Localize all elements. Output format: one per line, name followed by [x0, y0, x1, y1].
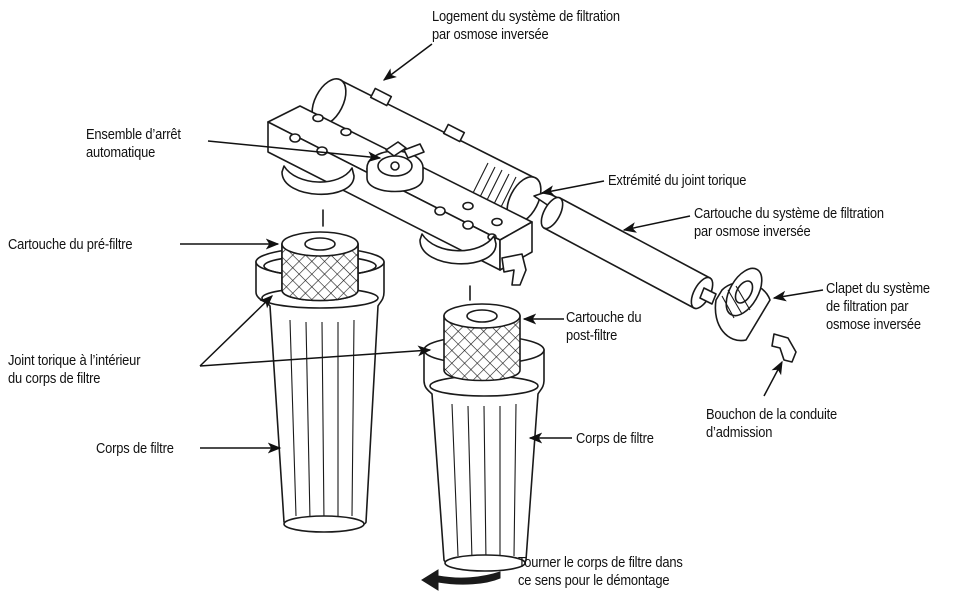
label-prefilter-line-1: Cartouche du pré-filtre: [8, 236, 133, 253]
label-oring-inside-line-2: du corps de filtre: [8, 370, 101, 387]
label-oring-end: Extrémité du joint torique: [608, 172, 746, 190]
label-postfilter-line-1: Cartouche du: [566, 309, 642, 326]
label-prefilter: Cartouche du pré-filtre: [8, 236, 133, 254]
label-housing-line-2: par osmose inversée: [432, 26, 549, 43]
label-ro-cap: Clapet du système de filtration par osmo…: [826, 280, 930, 334]
label-body-right: Corps de filtre: [576, 430, 654, 448]
rotation-arrow: [421, 569, 501, 591]
label-ro-cartridge-line-1: Cartouche du système de filtration: [694, 205, 884, 222]
label-ro-cartridge: Cartouche du système de filtration par o…: [694, 205, 884, 241]
postfilter-cartridge: [443, 303, 521, 382]
label-turn: Tourner le corps de filtre dans ce sens …: [518, 554, 683, 590]
label-shutoff: Ensemble d’arrêt automatique: [86, 126, 181, 162]
ro-housing: [311, 78, 542, 224]
filter-heads: [281, 165, 497, 265]
prefilter-cartridge: [281, 231, 359, 302]
label-inlet-plug: Bouchon de la conduite d’admission: [706, 406, 837, 442]
label-oring-end-line-1: Extrémité du joint torique: [608, 172, 747, 189]
leader-lines: [180, 43, 824, 454]
label-shutoff-line-2: automatique: [86, 144, 156, 161]
label-ro-cap-line-2: de filtration par: [826, 298, 909, 315]
label-postfilter-line-2: post-filtre: [566, 327, 618, 344]
label-shutoff-line-1: Ensemble d’arrêt: [86, 126, 181, 143]
label-ro-cartridge-line-2: par osmose inversée: [694, 223, 811, 240]
label-body-left-line-1: Corps de filtre: [96, 440, 174, 457]
label-inlet-plug-line-2: d’admission: [706, 424, 773, 441]
label-turn-line-2: ce sens pour le démontage: [518, 572, 670, 589]
inlet-plug: [771, 333, 797, 363]
label-ro-cap-line-3: osmose inversée: [826, 316, 921, 333]
label-oring-inside-line-1: Joint torique à l’intérieur: [8, 352, 141, 369]
label-housing: Logement du système de filtration par os…: [432, 8, 620, 44]
label-oring-inside: Joint torique à l’intérieur du corps de …: [8, 352, 140, 388]
label-inlet-plug-line-1: Bouchon de la conduite: [706, 406, 838, 423]
label-ro-cap-line-1: Clapet du système: [826, 280, 930, 297]
label-body-left: Corps de filtre: [96, 440, 174, 458]
ro-cartridge: [533, 191, 717, 310]
ro-cap: [714, 267, 771, 342]
label-postfilter: Cartouche du post-filtre: [566, 309, 642, 345]
label-body-right-line-1: Corps de filtre: [576, 430, 654, 447]
label-turn-line-1: Tourner le corps de filtre dans: [518, 554, 683, 571]
label-housing-line-1: Logement du système de filtration: [432, 8, 620, 25]
